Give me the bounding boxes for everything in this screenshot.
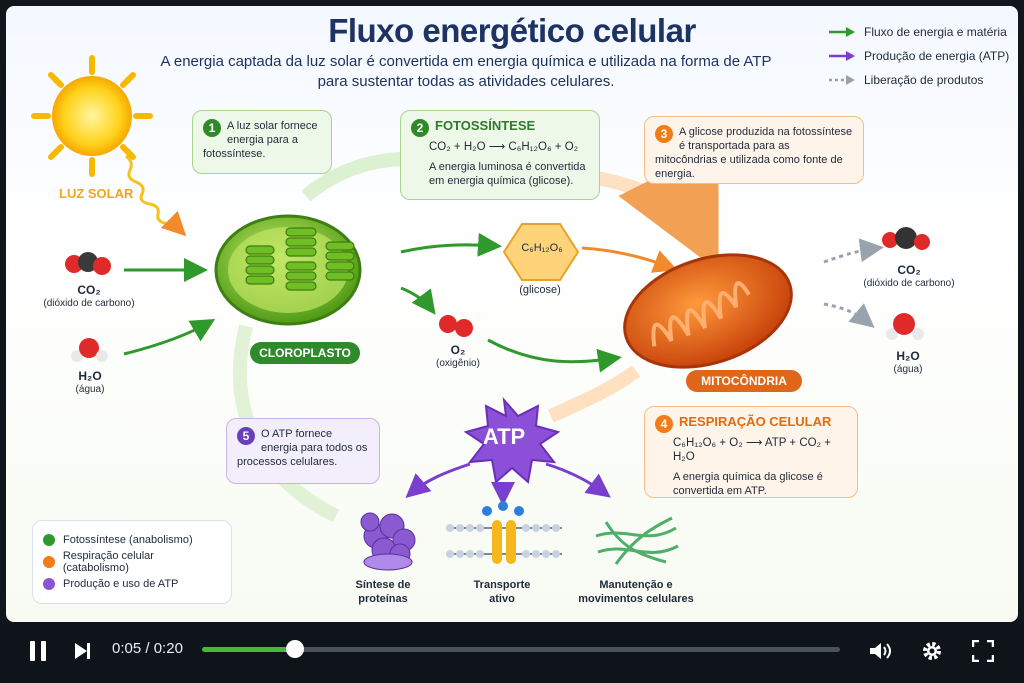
process-cell-maintenance: Manutenção e movimentos celulares (578, 579, 694, 605)
legend-item-flow: Fluxo de energia e matéria (828, 20, 1009, 44)
process-protein-synthesis: Síntese de proteínas (355, 579, 411, 605)
purple-arrow-icon (829, 51, 855, 61)
legend-top: Fluxo de energia e matéria Produção de e… (828, 20, 1009, 92)
legend-bottom: Fotossíntese (anabolismo) Respiração cel… (32, 520, 232, 604)
h2o-in-label: H₂O(água) (75, 369, 105, 396)
atp-label: ATP (482, 424, 526, 449)
video-frame[interactable]: Fluxo energético celular A energia capta… (6, 6, 1018, 622)
co2-out-molecule-icon (882, 227, 930, 250)
glucose-formula: C₆H₁₂O₆ (521, 242, 563, 254)
membrane-transport-icon (446, 501, 562, 564)
co2-out-label: CO₂(dióxido de carbono) (863, 263, 955, 290)
step-5-box: 5 O ATP fornece energia para todos os pr… (226, 418, 380, 484)
step-4-box: 4 RESPIRAÇÃO CELULAR C₆H₁₂O₆ + O₂ ⟶ ATP … (644, 406, 858, 498)
process-active-transport: Transporte ativo (473, 579, 531, 605)
co2-in-label: CO₂(dióxido de carbono) (43, 283, 135, 310)
slide-subtitle: A energia captada da luz solar é convert… (160, 53, 772, 90)
time-display: 0:05 / 0:20 (112, 640, 183, 657)
legend-item-atp-use: Produção e uso de ATP (43, 573, 221, 595)
sun-label: LUZ SOLAR (59, 186, 134, 201)
orange-dot-icon (43, 556, 55, 568)
glucose-hexagon (502, 223, 580, 281)
step-3-box: 3 A glicose produzida na fotossíntese é … (644, 116, 864, 184)
h2o-molecule-icon (71, 338, 108, 362)
step-2-box: 2 FOTOSSÍNTESE CO₂ + H₂O ⟶ C₆H₁₂O₆ + O₂ … (400, 110, 600, 200)
purple-dot-icon (43, 578, 55, 590)
h2o-out-label: H₂O(água) (893, 349, 923, 376)
progress-knob[interactable] (285, 640, 304, 658)
step-1-box: 1 A luz solar fornece energia para a fot… (192, 110, 332, 174)
legend-item-respiration: Respiração celular (catabolismo) (43, 550, 221, 574)
fullscreen-icon[interactable] (972, 640, 994, 662)
mitochondria-illustration (623, 253, 793, 369)
h2o-out-molecule-icon (886, 313, 924, 340)
mitochondria-label: MITOCÔNDRIA (686, 370, 802, 392)
dotted-arrow-icon (829, 75, 855, 85)
atp-star (463, 396, 561, 484)
chloroplast-illustration (214, 214, 362, 326)
slide-title: Fluxo energético celular (328, 12, 696, 49)
cytoskeleton-icon (595, 516, 679, 565)
o2-label: O₂(oxigênio) (436, 343, 480, 370)
volume-icon[interactable] (868, 640, 892, 662)
green-arrow-icon (829, 27, 855, 37)
diagram-canvas (31, 55, 930, 571)
o2-molecule-icon (439, 315, 473, 337)
co2-molecule-icon (65, 252, 111, 275)
progress-bar[interactable] (202, 640, 840, 658)
light-ray (125, 154, 187, 237)
legend-item-atp: Produção de energia (ATP) (828, 44, 1009, 68)
legend-item-photosynthesis: Fotossíntese (anabolismo) (43, 529, 221, 551)
glucose-name: (glicose) (519, 284, 561, 296)
player-controls: 0:05 / 0:20 (0, 622, 1024, 683)
protein-icon (360, 512, 416, 571)
settings-icon[interactable] (921, 640, 943, 662)
skip-next-icon[interactable] (74, 642, 92, 660)
green-dot-icon (43, 534, 55, 546)
pause-icon[interactable] (28, 640, 48, 662)
progress-fill (202, 647, 295, 652)
legend-item-release: Liberação de produtos (828, 68, 1009, 92)
sun-icon (31, 55, 153, 177)
chloroplast-label: CLOROPLASTO (250, 342, 360, 364)
